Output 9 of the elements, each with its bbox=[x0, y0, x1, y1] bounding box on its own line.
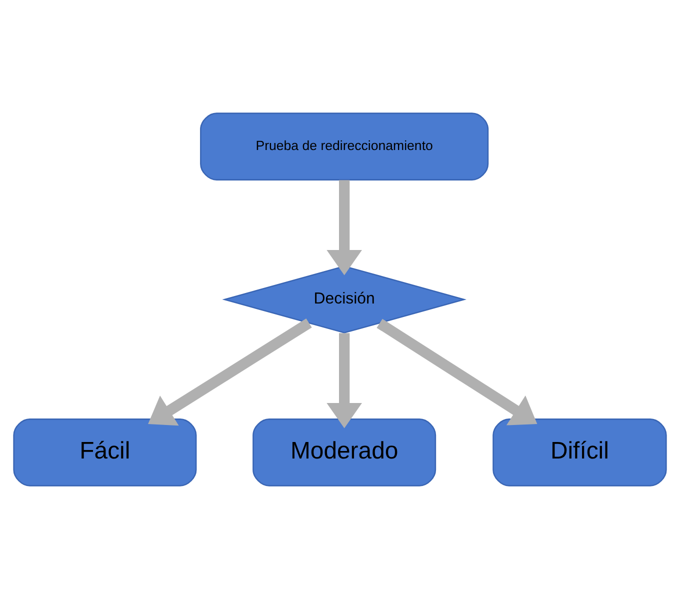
node-box: Difícil bbox=[492, 418, 667, 486]
node-diamond: Decisión bbox=[222, 265, 466, 333]
arrow bbox=[376, 318, 538, 425]
arrow bbox=[326, 332, 362, 428]
arrow bbox=[148, 318, 312, 426]
arrow bbox=[326, 180, 362, 275]
node-box: Moderado bbox=[252, 418, 436, 486]
node-box: Prueba de redireccionamiento bbox=[200, 112, 489, 180]
node-box: Fácil bbox=[13, 418, 197, 486]
